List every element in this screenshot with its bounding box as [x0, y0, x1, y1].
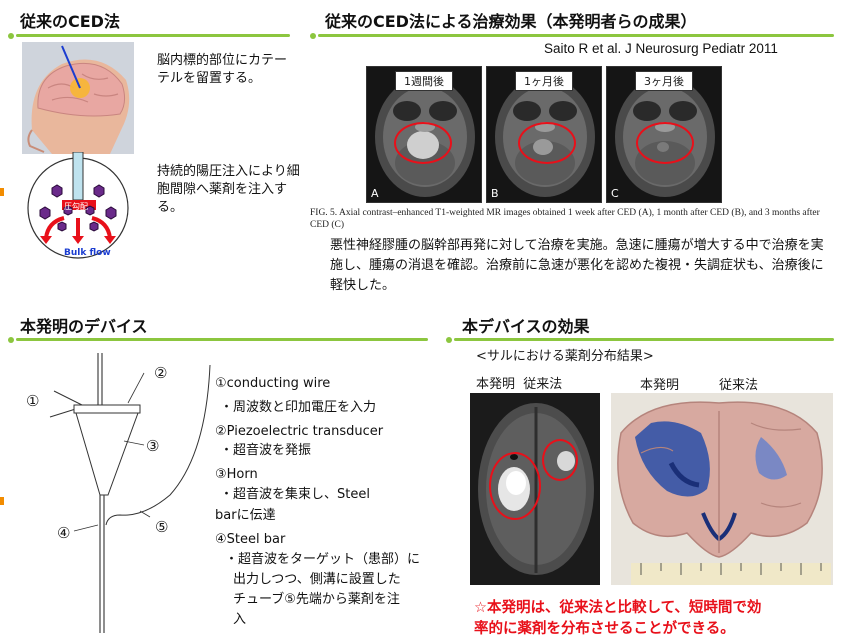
pressure-gradient-label: 圧勾配 [64, 202, 88, 211]
device-diagram [49, 353, 211, 633]
tumor-highlight-ellipse [394, 122, 452, 164]
conventional-step1-text: 脳内標的部位にカテーテルを留置する。 [157, 53, 288, 86]
conclusion-text-line1: ☆本発明は、従来法と比較して、短時間で効 [474, 600, 762, 616]
header-dot [446, 337, 452, 343]
legend-steel-bar: ④Steel bar [215, 532, 286, 547]
mri-panel-letter: C [611, 187, 619, 200]
legend-desc: 出力しつつ、側溝に設置した [233, 572, 401, 587]
mri-panel-label: 3ヶ月後 [635, 71, 693, 91]
conventional-step2-text: 持続的陽圧注入により細胞間隙へ薬剤を注入する。 [157, 164, 300, 215]
callout-1: ① [26, 392, 40, 410]
legend-desc: 入 [233, 612, 247, 627]
edge-marker [0, 497, 4, 505]
legend-desc: ・超音波を発振 [220, 443, 312, 458]
photo-label-invention: 本発明 [640, 378, 680, 393]
mri-panel-letter: B [491, 187, 499, 200]
header-dot [8, 337, 14, 343]
mri-panel-label: 1週間後 [395, 71, 453, 91]
callout-4: ④ [57, 524, 71, 542]
legend-desc: ・超音波を集束し、Steel [220, 487, 370, 502]
distribution-highlight-conventional [542, 439, 578, 481]
legend-desc: ・周波数と印加電圧を入力 [220, 400, 377, 415]
header-bar [16, 34, 290, 37]
conclusion-text-line2: 率的に薬剤を分布させることができる。 [474, 621, 735, 637]
effect-subtitle: <サルにおける薬剤分布結果> [476, 349, 654, 364]
header-bar [318, 34, 834, 37]
results-summary: 悪性神経膠腫の脳幹部再発に対して治療を実施。急速に腫瘍が増大する中で治療を実施し… [330, 238, 824, 293]
legend-desc: チューブ⑤先端から薬剤を注 [233, 592, 400, 607]
callout-3: ③ [146, 437, 160, 455]
section-title-device: 本発明のデバイス [20, 317, 148, 336]
bulk-flow-diagram [27, 152, 129, 259]
tumor-highlight-ellipse [518, 122, 576, 164]
edge-marker [0, 188, 4, 196]
mri-panel-label: 1ヶ月後 [515, 71, 573, 91]
legend-horn: ③Horn [215, 467, 258, 482]
legend-conducting-wire: ①conducting wire [215, 376, 331, 391]
photo-label-conventional: 従来法 [719, 378, 759, 393]
section-title-results: 従来のCED法による治療効果（本発明者らの成果） [325, 12, 697, 31]
callout-2: ② [154, 364, 168, 382]
legend-desc: ・超音波をターゲット（患部）に [225, 552, 421, 567]
figure-caption: FIG. 5. Axial contrast–enhanced T1-weigh… [310, 208, 820, 230]
header-bar [454, 338, 834, 341]
header-bar [16, 338, 428, 341]
callout-5: ⑤ [155, 518, 169, 536]
monkey-brain-photo [611, 393, 833, 585]
distribution-highlight-invention [489, 452, 541, 520]
mri-panel-letter: A [371, 187, 379, 200]
header-dot [310, 33, 316, 39]
header-dot [8, 33, 14, 39]
citation: Saito R et al. J Neurosurg Pediatr 2011 [544, 41, 778, 56]
legend-transducer: ②Piezoelectric transducer [215, 424, 384, 439]
head-illustration [22, 42, 134, 154]
section-title-effect: 本デバイスの効果 [462, 317, 590, 336]
section-title-conventional: 従来のCED法 [20, 12, 120, 31]
mri-comparison-labels: 本発明 従来法 [476, 377, 563, 392]
legend-desc: barに伝達 [215, 508, 276, 523]
bulk-flow-label: Bulk flow [64, 248, 111, 258]
tumor-highlight-ellipse [636, 122, 694, 164]
